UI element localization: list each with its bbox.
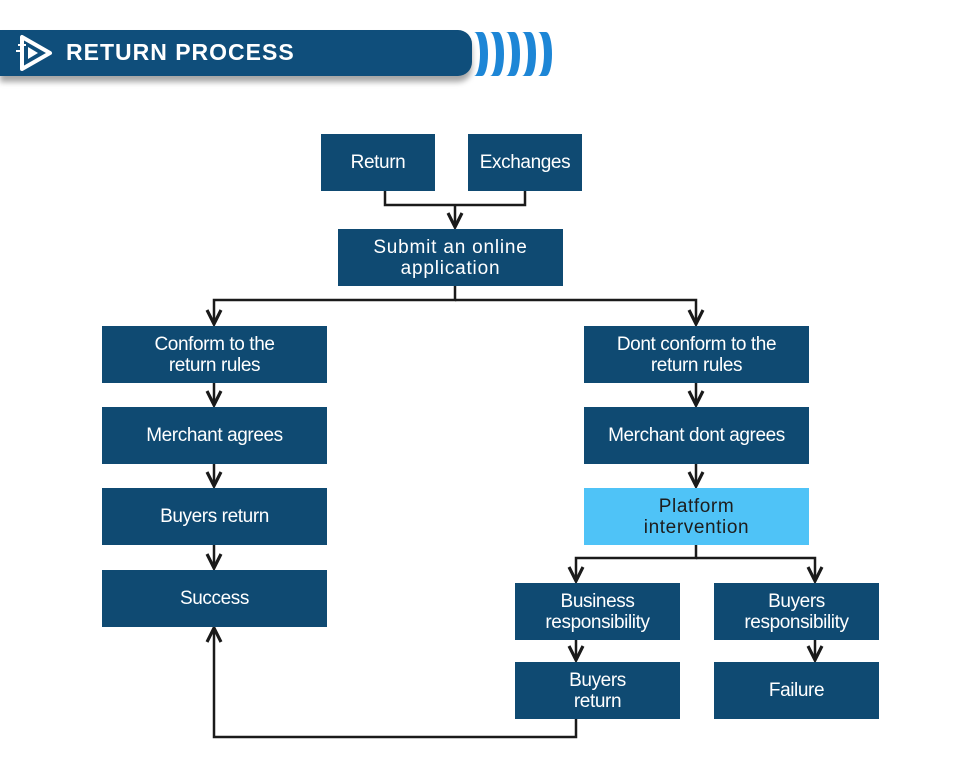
node-exchanges: Exchanges [468, 134, 582, 191]
node-submit-application: Submit an online application [338, 229, 563, 286]
node-buyers-return-left: Buyers return [102, 488, 327, 545]
node-dont-conform-rules: Dont conform to the return rules [584, 326, 809, 383]
node-return: Return [321, 134, 435, 191]
play-arrow-logo-icon [16, 35, 52, 71]
node-buyers-responsibility: Buyers responsibility [714, 583, 879, 640]
decorative-stripes [474, 32, 552, 76]
node-business-responsibility: Business responsibility [515, 583, 680, 640]
page-title: RETURN PROCESS [66, 39, 295, 65]
node-buyers-return-right: Buyers return [515, 662, 680, 719]
node-conform-rules: Conform to the return rules [102, 326, 327, 383]
node-failure: Failure [714, 662, 879, 719]
header-banner: RETURN PROCESS [0, 30, 472, 76]
node-success: Success [102, 570, 327, 627]
node-merchant-agrees: Merchant agrees [102, 407, 327, 464]
node-merchant-dont-agrees: Merchant dont agrees [584, 407, 809, 464]
node-platform-intervention: Platform intervention [584, 488, 809, 545]
